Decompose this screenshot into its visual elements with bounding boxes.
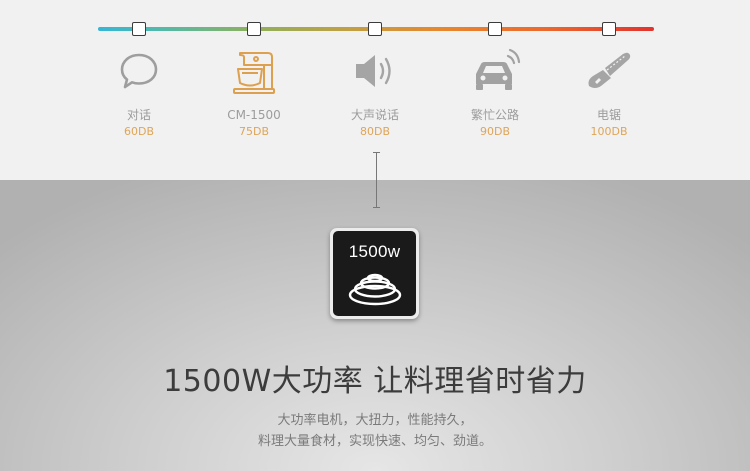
item-label: 大声说话: [350, 108, 399, 122]
scale-item-conversation: 对话 60DB: [89, 44, 189, 139]
scale-marker: [247, 22, 261, 36]
item-label: 电锯: [596, 108, 621, 122]
stand-mixer-icon: [233, 52, 275, 94]
item-db: 90DB: [479, 125, 510, 138]
heating-coil-icon: [348, 273, 401, 306]
item-db: 60DB: [123, 125, 154, 138]
scale-item-busy-road: 繁忙公路 90DB: [445, 44, 545, 139]
scale-marker: [132, 22, 146, 36]
power-label: 1500w: [348, 242, 401, 261]
description: 大功率电机，大扭力，性能持久， 料理大量食材，实现快速、均匀、劲道。: [0, 410, 750, 452]
speech-bubble-icon: [120, 53, 158, 89]
headline: 1500W大功率 让料理省时省力: [163, 364, 587, 399]
power-badge: 1500w: [330, 228, 419, 319]
description-line-2: 料理大量食材，实现快速、均匀、劲道。: [257, 434, 492, 449]
car-horn-icon: [476, 48, 521, 90]
item-db: 75DB: [238, 125, 269, 138]
description-line-1: 大功率电机，大扭力，性能持久，: [277, 413, 473, 428]
scale-marker: [602, 22, 616, 36]
scale-marker: [488, 22, 502, 36]
scale-marker: [368, 22, 382, 36]
item-db: 80DB: [359, 125, 390, 138]
chainsaw-icon: [588, 52, 631, 88]
scale-item-loud-speech: 大声说话 80DB: [325, 44, 425, 139]
item-label: CM-1500: [227, 108, 281, 122]
scale-item-chainsaw: 电锯 100DB: [559, 44, 659, 139]
item-label: 繁忙公路: [470, 108, 519, 122]
speaker-icon: [356, 55, 391, 87]
scale-item-mixer: CM-1500 75DB: [204, 44, 304, 139]
item-label: 对话: [126, 108, 151, 122]
item-db: 100DB: [590, 125, 628, 138]
connector-line: [373, 152, 380, 208]
noise-scale-panel: 对话 60DB CM-1500 75DB: [0, 0, 750, 180]
